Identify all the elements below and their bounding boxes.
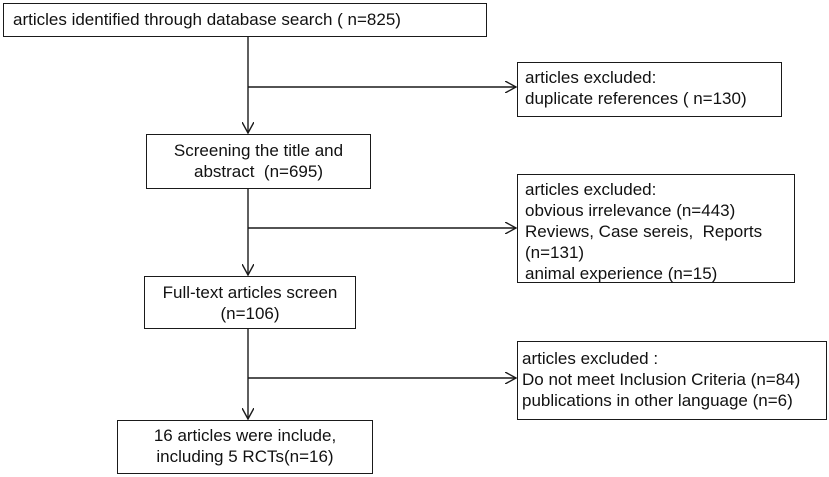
excluded-screening-line-1: articles excluded: — [525, 180, 657, 199]
box-excluded-fulltext: articles excluded : Do not meet Inclusio… — [517, 341, 827, 420]
box-excluded-duplicates: articles excluded: duplicate references … — [517, 62, 782, 117]
box-included: 16 articles were include, including 5 RC… — [117, 420, 373, 474]
excluded-screening-line-3: Reviews, Case sereis, Reports — [525, 222, 763, 241]
excluded-fulltext-line-1: articles excluded : — [522, 349, 659, 368]
fulltext-line-1: Full-text articles screen — [162, 283, 338, 302]
included-line-2: including 5 RCTs(n=16) — [156, 447, 334, 466]
screening-line-1: Screening the title and — [173, 141, 344, 160]
identified-line-1: articles identified through database sea… — [13, 10, 401, 29]
box-identified: articles identified through database sea… — [3, 3, 487, 37]
excluded-duplicates-line-2: duplicate references ( n=130) — [525, 89, 747, 108]
box-excluded-screening: articles excluded: obvious irrelevance (… — [517, 174, 795, 283]
excluded-duplicates-line-1: articles excluded: — [525, 68, 657, 87]
box-screening: Screening the title and abstract (n=695) — [146, 134, 371, 189]
excluded-screening-line-5: animal experience (n=15) — [525, 264, 718, 283]
excluded-screening-line-4: (n=131) — [525, 243, 585, 262]
fulltext-line-2: (n=106) — [220, 304, 280, 323]
box-fulltext: Full-text articles screen (n=106) — [144, 276, 356, 329]
excluded-fulltext-line-2: Do not meet Inclusion Criteria (n=84) — [522, 370, 801, 389]
excluded-screening-line-2: obvious irrelevance (n=443) — [525, 201, 736, 220]
included-line-1: 16 articles were include, — [153, 426, 337, 445]
screening-line-2: abstract (n=695) — [194, 162, 323, 181]
excluded-fulltext-line-3: publications in other language (n=6) — [522, 391, 793, 410]
